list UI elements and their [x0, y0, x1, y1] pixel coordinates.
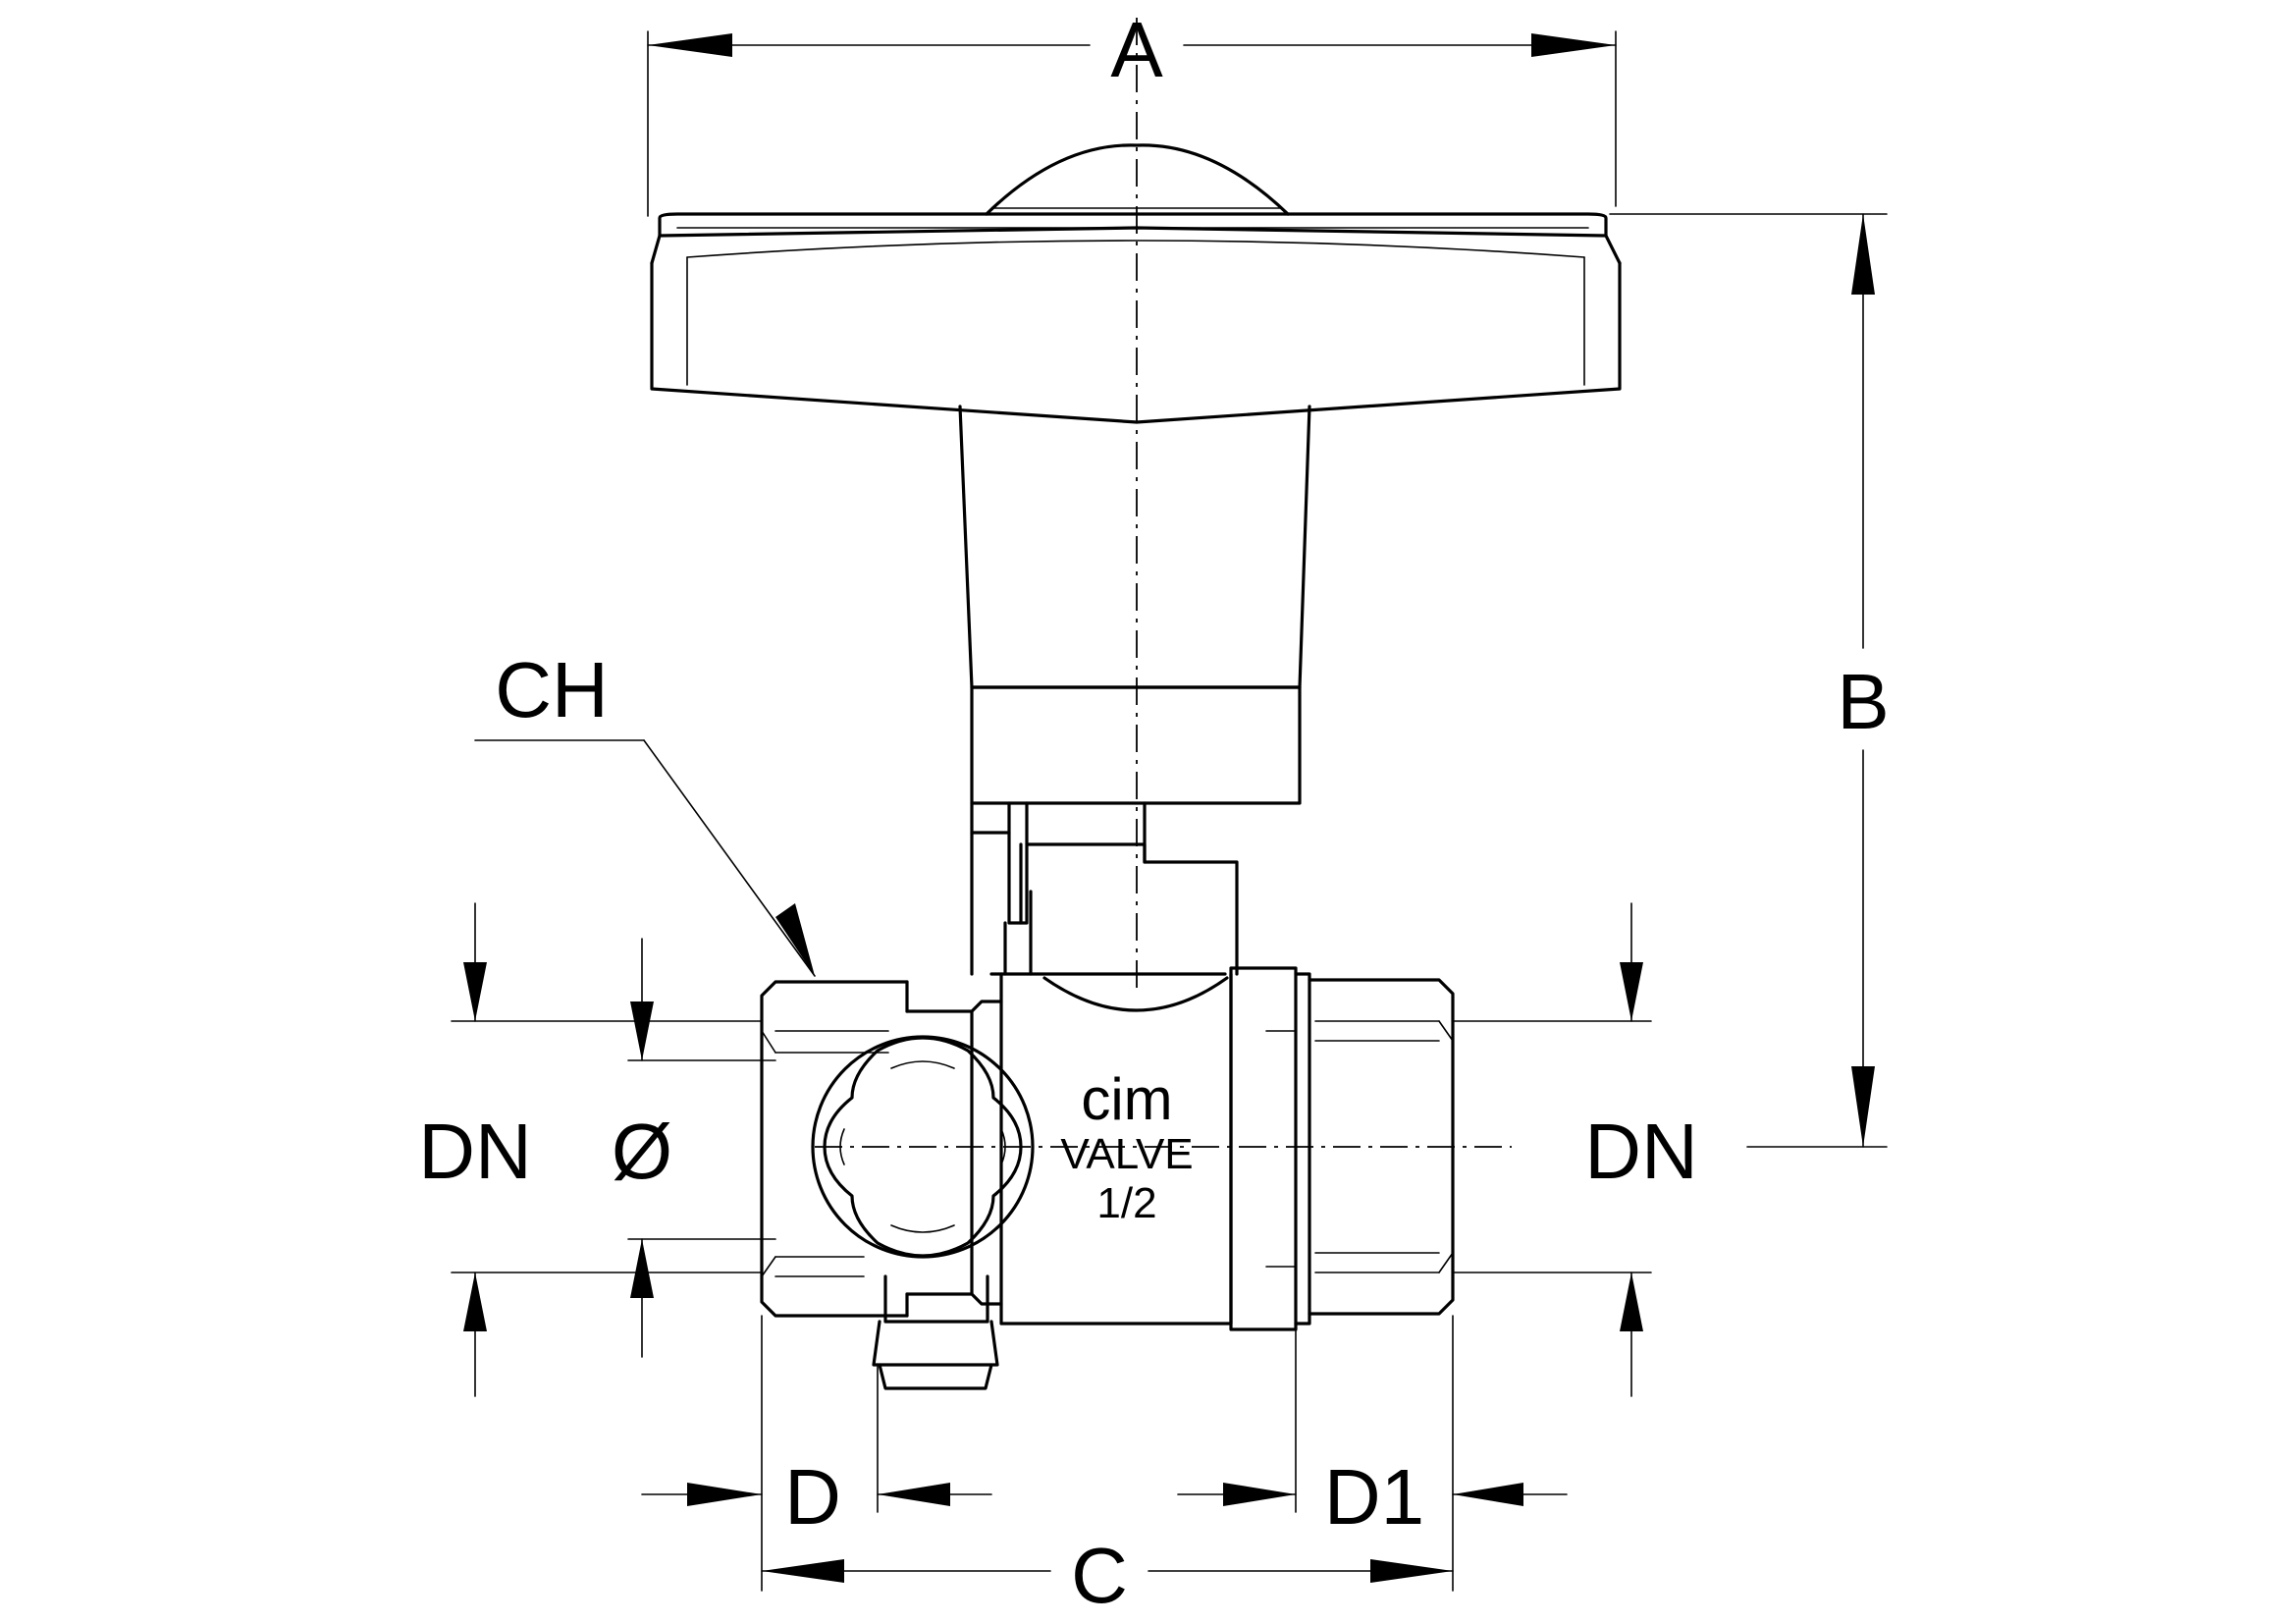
dimension-dn-right: DN: [1452, 902, 1698, 1397]
valve-mark: VALVE: [1060, 1130, 1193, 1178]
drain-knob: [811, 1035, 1035, 1259]
dimension-a: A: [647, 6, 1617, 217]
label-b: B: [1837, 658, 1889, 745]
size-mark: 1/2: [1096, 1179, 1156, 1227]
dimension-b: B: [1609, 213, 1890, 1148]
label-d: D: [784, 1453, 841, 1541]
dimension-d: D: [641, 1366, 992, 1541]
dimension-c: C: [761, 1315, 1454, 1619]
dimension-diameter: Ø: [612, 938, 776, 1358]
valve-body: [760, 966, 1455, 1390]
label-dn-right: DN: [1584, 1108, 1698, 1195]
label-diameter: Ø: [612, 1108, 672, 1195]
label-ch: CH: [495, 646, 609, 733]
label-dn-left: DN: [418, 1108, 532, 1195]
brand-mark: cim: [1081, 1066, 1172, 1132]
dimension-dn-left: DN: [418, 902, 763, 1397]
leader-ch: CH: [474, 646, 816, 977]
t-handle: [650, 143, 1622, 805]
body-marking: cim VALVE 1/2: [1060, 1066, 1193, 1227]
valve-stem: [970, 801, 1239, 976]
label-d1: D1: [1324, 1453, 1424, 1541]
label-c: C: [1071, 1532, 1128, 1619]
center-lines: [815, 18, 1512, 1148]
dimension-d1: D1: [1177, 1328, 1568, 1541]
label-a: A: [1110, 6, 1163, 93]
